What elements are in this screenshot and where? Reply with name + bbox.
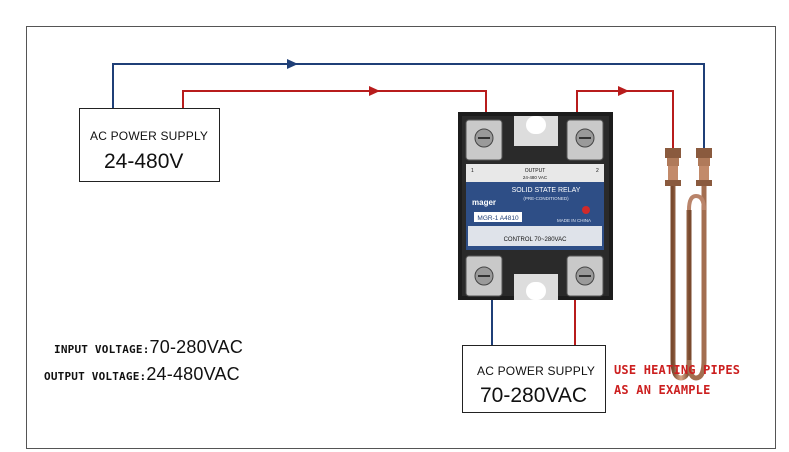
relay-made-in: MADE IN CHINA	[557, 218, 591, 223]
output-voltage-line: OUTPUT VOLTAGE:24-480VAC	[44, 364, 240, 385]
ac-power-supply-top: AC POWER SUPPLY 24-480V	[79, 108, 220, 182]
relay-control-label: CONTROL 70~280VAC	[504, 237, 568, 243]
output-voltage-label: OUTPUT VOLTAGE:	[44, 370, 147, 383]
relay-output-rating: 24-480 VAC	[523, 175, 548, 180]
relay-terminal-2: 2	[596, 168, 599, 174]
heating-note-line1: USE HEATING PIPES	[614, 363, 741, 377]
heating-pipe-note: USE HEATING PIPES AS AN EXAMPLE	[614, 360, 740, 400]
relay-brand: mager	[472, 198, 496, 207]
red-wire-supply-relay	[182, 90, 487, 128]
relay-model-box	[474, 212, 522, 222]
input-voltage-value: 70-280VAC	[149, 337, 244, 357]
ac-power-supply-bottom: AC POWER SUPPLY 70-280VAC	[462, 345, 606, 413]
arrow-red-1	[369, 86, 380, 96]
supply-bottom-title: AC POWER SUPPLY	[477, 364, 596, 378]
relay-model: MGR-1 A4810	[477, 215, 519, 222]
relay-subtitle: (PRE-CONDITIONED)	[523, 196, 569, 201]
relay-output-label: OUTPUT	[525, 168, 546, 174]
diagram-frame	[26, 26, 776, 449]
relay-title: SOLID STATE RELAY	[512, 187, 581, 194]
input-voltage-label: INPUT VOLTAGE:	[54, 343, 150, 356]
heating-pipe	[665, 148, 712, 381]
status-led	[582, 206, 590, 214]
supply-bottom-voltage: 70-280VAC	[480, 384, 588, 407]
blue-wire-top	[112, 63, 705, 150]
arrow-red-2	[618, 86, 629, 96]
relay-terminal-1: 1	[471, 168, 474, 174]
solid-state-relay: OUTPUT 24-480 VAC 1 2 SOLID STATE RELAY …	[458, 112, 613, 300]
input-voltage-line: INPUT VOLTAGE:70-280VAC	[54, 337, 243, 358]
arrow-blue	[287, 59, 298, 69]
supply-top-title: AC POWER SUPPLY	[90, 129, 209, 143]
output-voltage-value: 24-480VAC	[146, 364, 240, 384]
supply-top-voltage: 24-480V	[104, 150, 184, 173]
heating-note-line2: AS AN EXAMPLE	[614, 383, 711, 397]
